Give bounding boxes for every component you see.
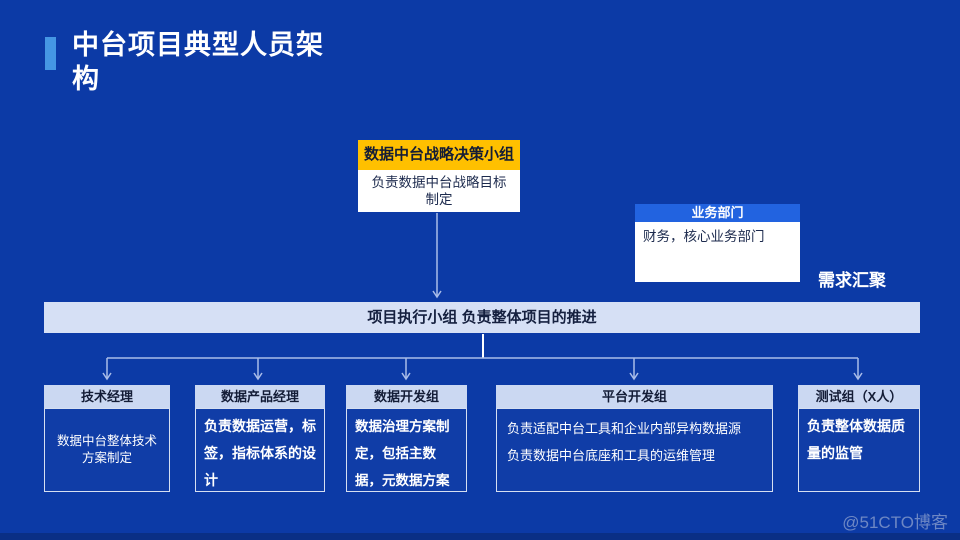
role-box-test-group: 测试组（X人） 负责整体数据质量的监管: [798, 385, 920, 492]
role-box-data-dev-group: 数据开发组 数据治理方案制定，包括主数据，元数据方案: [346, 385, 467, 492]
role-box-data-product-manager: 数据产品经理 负责数据运营，标签，指标体系的设计: [195, 385, 325, 492]
page-title: 中台项目典型人员架 构: [72, 30, 324, 94]
role-body: 负责数据运营，标签，指标体系的设计: [195, 408, 325, 492]
role-body: 负责整体数据质量的监管: [798, 408, 920, 492]
role-body: 数据治理方案制定，包括主数据，元数据方案: [346, 408, 467, 492]
title-accent-bar: [45, 37, 56, 70]
bottom-strip: [0, 533, 960, 540]
demand-label: 需求汇聚: [818, 271, 886, 290]
role-header: 数据开发组: [346, 385, 467, 408]
business-dept-box: 业务部门 财务，核心业务部门: [635, 204, 800, 282]
role-header: 技术经理: [44, 385, 170, 408]
strategy-group-header: 数据中台战略决策小组: [358, 140, 520, 170]
role-header: 平台开发组: [496, 385, 773, 408]
strategy-group-body: 负责数据中台战略目标制定: [358, 170, 520, 212]
role-box-platform-dev-group: 平台开发组 负责适配中台工具和企业内部异构数据源 负责数据中台底座和工具的运维管…: [496, 385, 773, 492]
business-dept-header: 业务部门: [635, 204, 800, 222]
watermark: @51CTO博客: [842, 513, 948, 532]
business-dept-body: 财务，核心业务部门: [635, 222, 800, 282]
role-box-tech-manager: 技术经理 数据中台整体技术方案制定: [44, 385, 170, 492]
role-header: 测试组（X人）: [798, 385, 920, 408]
exec-group-bar: 项目执行小组 负责整体项目的推进: [44, 302, 920, 333]
strategy-group-box: 数据中台战略决策小组 负责数据中台战略目标制定: [358, 140, 520, 212]
role-header: 数据产品经理: [195, 385, 325, 408]
role-body: 负责适配中台工具和企业内部异构数据源 负责数据中台底座和工具的运维管理: [496, 408, 773, 492]
role-body: 数据中台整体技术方案制定: [44, 408, 170, 492]
